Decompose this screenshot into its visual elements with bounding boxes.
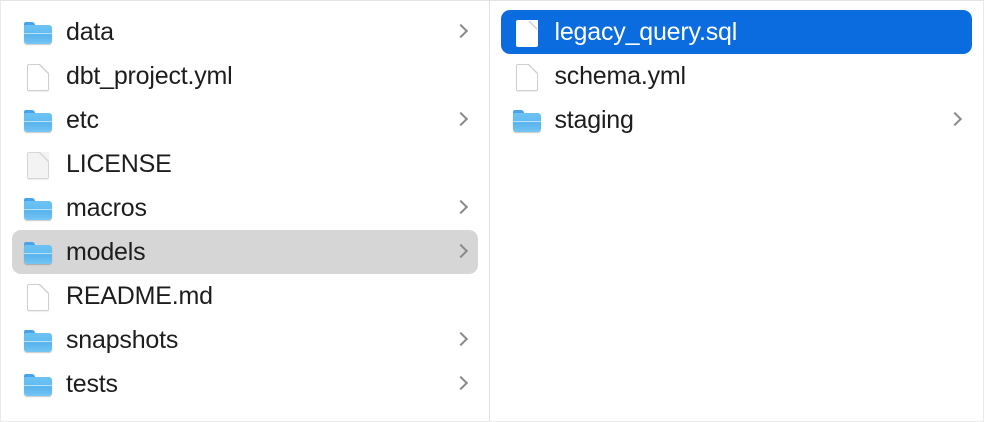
document-icon-shape [27,284,49,311]
chevron-right-icon [948,66,962,86]
file-row[interactable]: README.md [12,274,478,318]
folder-body [24,333,52,352]
chevron-right-icon [454,374,468,394]
document-icon-shape [515,64,538,91]
file-row[interactable]: staging [501,98,973,142]
folder-icon [23,369,53,399]
folder-icon [23,193,53,223]
file-row-label: staging [554,106,634,134]
file-row-label: legacy_query.sql [554,18,738,46]
folder-tab [24,22,35,27]
folder-tab [24,110,35,115]
folder-body [24,201,52,220]
folder-icon-shape [24,242,52,264]
file-row[interactable]: schema.yml [501,54,973,98]
file-row[interactable]: tests [12,362,478,406]
document-icon [512,61,542,91]
file-row[interactable]: models [12,230,478,274]
chevron-right-icon [454,66,468,86]
chevron-right-icon [454,330,468,350]
folder-icon-shape [24,330,52,352]
folder-icon [23,105,53,135]
folder-icon [512,105,542,135]
file-row[interactable]: snapshots [12,318,478,362]
chevron-right-icon [454,286,468,306]
file-row-label: etc [66,106,99,134]
chevron-right-icon [454,198,468,218]
folder-body [24,113,52,132]
folder-body [24,377,52,396]
file-row[interactable]: etc [12,98,478,142]
folder-tab [24,374,35,379]
file-row-label: README.md [66,282,213,310]
file-row[interactable]: macros [12,186,478,230]
document-icon-shape [27,64,49,91]
document-plain-icon [23,149,53,179]
document-icon-shape [27,152,49,179]
folder-tab [24,330,35,335]
file-row[interactable]: legacy_query.sql [500,10,972,54]
finder-column-models[interactable]: legacy_query.sql schema.yml staging [489,1,984,421]
document-icon [23,281,53,311]
folder-icon [23,17,53,47]
document-icon [512,17,542,47]
folder-icon [23,325,53,355]
folder-icon-shape [24,22,52,44]
folder-body [24,25,52,44]
file-row-label: schema.yml [554,62,687,90]
folder-icon [23,237,53,267]
file-row[interactable]: LICENSE [12,142,478,186]
column-list: legacy_query.sql schema.yml staging [490,10,984,142]
folder-body [24,245,52,264]
file-row-label: models [66,238,146,266]
folder-tab [24,198,35,203]
folder-tab [24,242,35,247]
file-row[interactable]: dbt_project.yml [12,54,478,98]
file-row-label: tests [66,370,118,398]
chevron-right-icon [948,110,962,130]
folder-body [512,113,541,132]
chevron-right-icon [454,22,468,42]
chevron-right-icon [454,242,468,262]
folder-icon-shape [24,198,52,220]
folder-icon-shape [24,110,52,132]
folder-tab [512,110,524,115]
file-row-label: LICENSE [66,150,172,178]
folder-icon-shape [512,110,541,132]
file-row-label: snapshots [66,326,179,354]
document-icon-shape [515,20,538,47]
chevron-right-icon [454,154,468,174]
file-row[interactable]: data [12,10,478,54]
file-row-label: data [66,18,114,46]
file-row-label: dbt_project.yml [66,62,233,90]
file-row-label: macros [66,194,147,222]
folder-icon-shape [24,374,52,396]
chevron-right-icon [948,22,962,42]
chevron-right-icon [454,110,468,130]
document-icon [23,61,53,91]
